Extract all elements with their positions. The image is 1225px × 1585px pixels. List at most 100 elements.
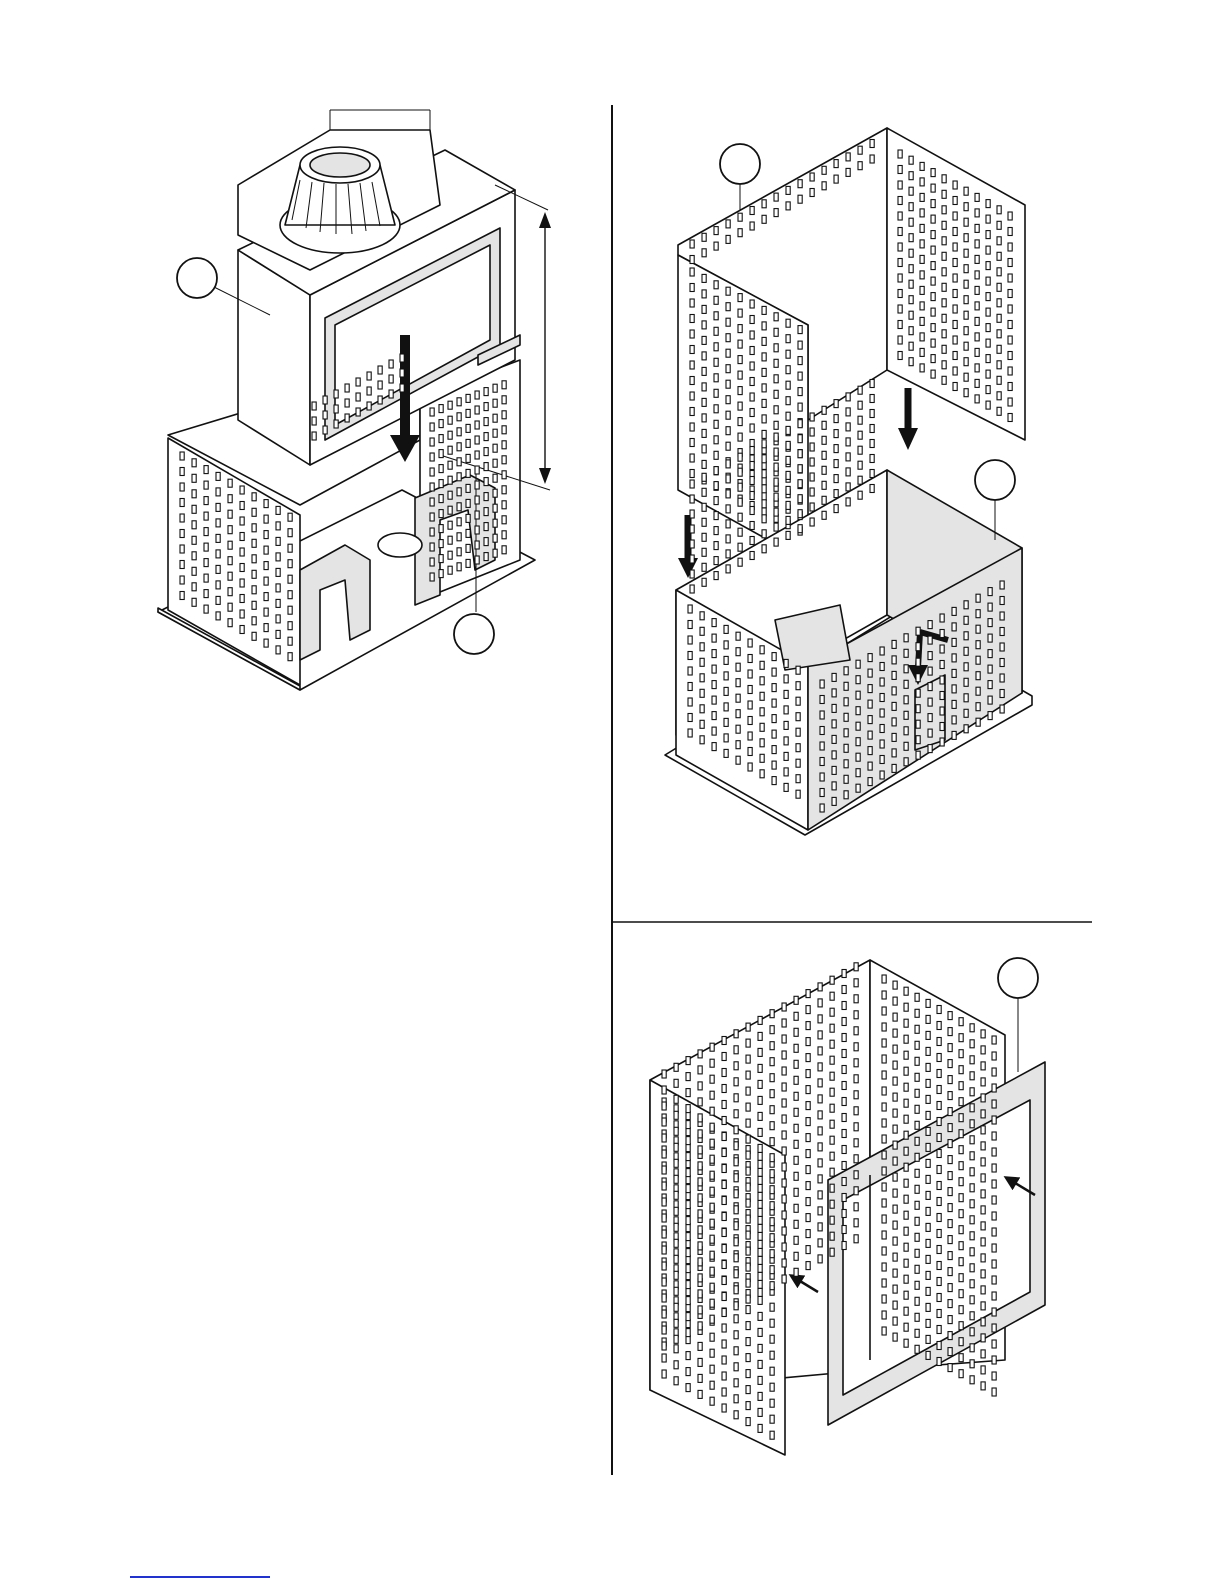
perforation-hole — [926, 1207, 930, 1215]
perforation-hole — [942, 252, 946, 260]
perforation-hole — [904, 1227, 908, 1235]
perforation-hole — [782, 1243, 786, 1251]
perforation-hole — [986, 324, 990, 332]
perforation-hole — [774, 328, 778, 336]
perforation-hole — [893, 1029, 897, 1037]
perforation-hole — [734, 1363, 738, 1371]
perforation-hole — [690, 330, 694, 338]
perforation-hole — [710, 1219, 714, 1227]
perforation-hole — [786, 471, 790, 479]
perforation-hole — [448, 461, 452, 469]
perforation-hole — [830, 1072, 834, 1080]
perforation-hole — [970, 1088, 974, 1096]
perforation-hole — [216, 472, 220, 480]
perforation-hole — [798, 435, 802, 443]
perforation-hole — [959, 1290, 963, 1298]
perforation-hole — [204, 574, 208, 582]
perforation-hole — [738, 213, 742, 221]
perforation-hole — [937, 1150, 941, 1158]
perforation-hole — [882, 991, 886, 999]
perforation-hole — [192, 521, 196, 529]
perforation-hole — [770, 1090, 774, 1098]
perforation-hole — [772, 699, 776, 707]
perforation-hole — [942, 190, 946, 198]
perforation-hole — [430, 453, 434, 461]
perforation-hole — [976, 594, 980, 602]
perforation-hole — [702, 249, 706, 257]
perforation-hole — [722, 1117, 726, 1125]
perforation-hole — [842, 1210, 846, 1218]
perforation-hole — [948, 1140, 952, 1148]
perforation-hole — [702, 367, 706, 375]
perforation-hole — [1000, 659, 1004, 667]
perforation-hole — [252, 586, 256, 594]
perforation-hole — [698, 1226, 702, 1234]
footer-link-underline[interactable] — [130, 1576, 270, 1578]
perforation-hole — [986, 308, 990, 316]
perforation-hole — [798, 357, 802, 365]
perforation-hole — [662, 1294, 666, 1302]
perforation-hole — [786, 516, 790, 524]
perforation-hole — [992, 1308, 996, 1316]
perforation-hole — [952, 607, 956, 615]
perforation-hole — [926, 1063, 930, 1071]
perforation-hole — [909, 311, 913, 319]
perforation-hole — [892, 671, 896, 679]
perforation-hole — [842, 1066, 846, 1074]
perforation-hole — [832, 782, 836, 790]
perforation-hole — [806, 1150, 810, 1158]
perforation-hole — [674, 1377, 678, 1385]
perforation-hole — [937, 1006, 941, 1014]
perforation-hole — [893, 1077, 897, 1085]
perforation-hole — [820, 711, 824, 719]
perforation-hole — [674, 1223, 678, 1231]
perforation-hole — [674, 1335, 678, 1343]
perforation-hole — [830, 1040, 834, 1048]
perforation-hole — [216, 550, 220, 558]
perforation-hole — [774, 508, 778, 516]
perforation-hole — [772, 653, 776, 661]
perforation-hole — [975, 333, 979, 341]
perforation-hole — [915, 1025, 919, 1033]
perforation-hole — [770, 1042, 774, 1050]
perforation-hole — [976, 625, 980, 633]
perforation-hole — [893, 1093, 897, 1101]
perforation-hole — [981, 1142, 985, 1150]
perforation-hole — [712, 696, 716, 704]
perforation-hole — [976, 672, 980, 680]
perforation-hole — [870, 440, 874, 448]
perforation-hole — [909, 280, 913, 288]
perforation-hole — [738, 387, 742, 395]
perforation-hole — [988, 650, 992, 658]
perforation-hole — [240, 626, 244, 634]
perforation-hole — [931, 184, 935, 192]
perforation-hole — [690, 408, 694, 416]
perforation-hole — [786, 366, 790, 374]
perforation-hole — [986, 262, 990, 270]
perforation-hole — [264, 562, 268, 570]
perforation-hole — [758, 1192, 762, 1200]
perforation-hole — [942, 376, 946, 384]
perforation-hole — [997, 407, 1001, 415]
perforation-hole — [893, 1013, 897, 1021]
perforation-hole — [750, 300, 754, 308]
perforation-hole — [953, 259, 957, 267]
perforation-hole — [700, 674, 704, 682]
perforation-hole — [782, 1195, 786, 1203]
perforation-hole — [948, 1044, 952, 1052]
perforation-hole — [970, 1072, 974, 1080]
perforation-hole — [690, 555, 694, 563]
perforation-hole — [400, 369, 404, 377]
perforation-hole — [389, 390, 393, 398]
perforation-hole — [722, 1293, 726, 1301]
perforation-hole — [959, 1098, 963, 1106]
perforation-hole — [264, 546, 268, 554]
perforation-hole — [748, 639, 752, 647]
perforation-hole — [722, 1388, 726, 1396]
perforation-hole — [904, 1179, 908, 1187]
perforation-hole — [948, 1332, 952, 1340]
perforation-hole — [722, 1085, 726, 1093]
perforation-hole — [760, 692, 764, 700]
perforation-hole — [952, 669, 956, 677]
perforation-hole — [710, 1075, 714, 1083]
